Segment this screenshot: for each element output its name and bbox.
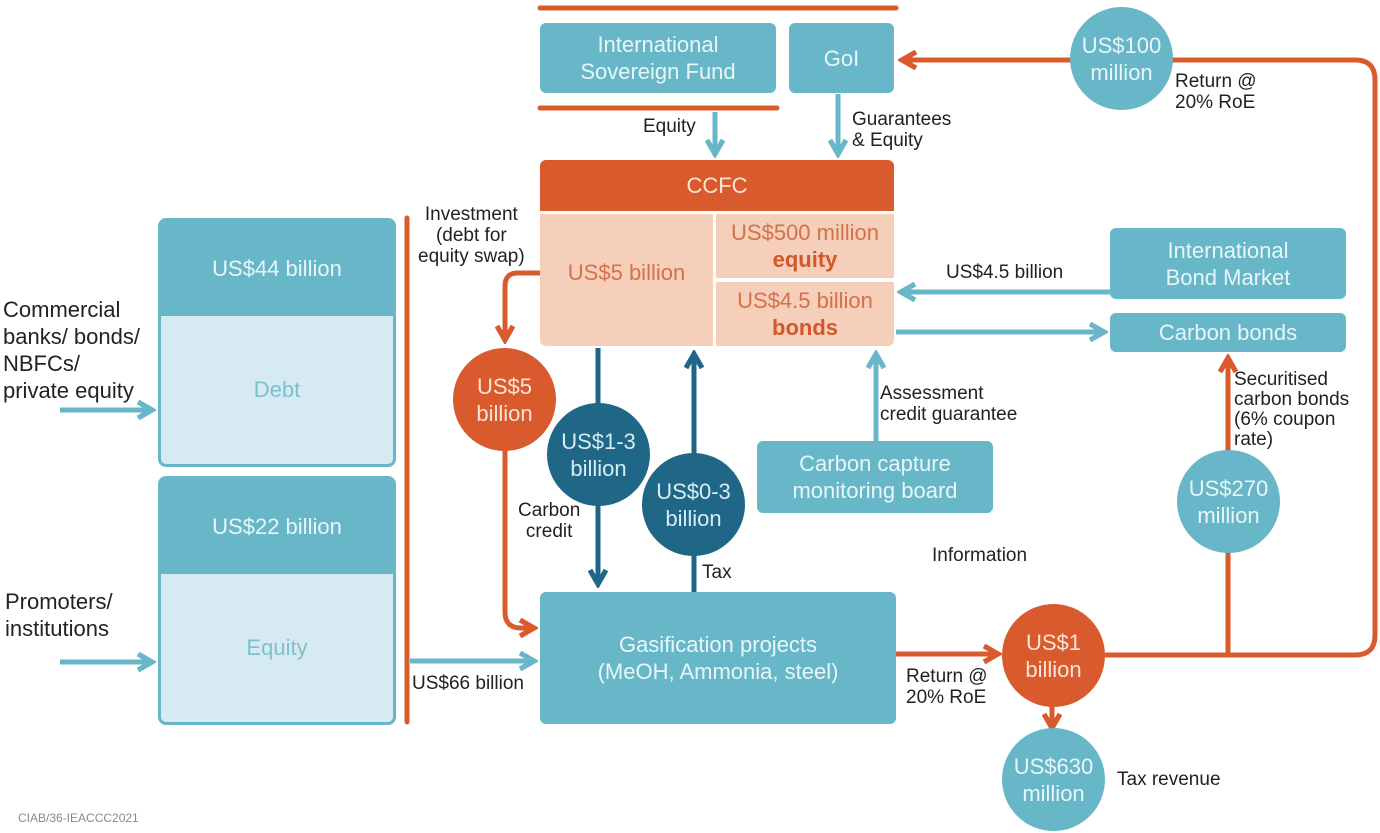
- ccfc-total-amount: US$5 billion: [567, 259, 686, 285]
- label-guarantees: Guarantees & Equity: [852, 109, 952, 151]
- equity-stack: US$22 billion Equity: [158, 476, 396, 725]
- label-investment: Investment (debt for equity swap): [418, 204, 525, 267]
- carbon-bonds-box: Carbon bonds: [1110, 313, 1346, 352]
- label-assessment: Assessment credit guarantee: [880, 383, 1018, 425]
- circle-us270m: US$270 million: [1177, 450, 1280, 553]
- label-return-top: Return @ 20% RoE: [1175, 71, 1257, 113]
- footer-credit: CIAB/36-IEACCC2021: [18, 811, 139, 825]
- label-carbon-credit: Carbon credit: [518, 500, 581, 542]
- goi-box: GoI: [789, 23, 894, 93]
- circle-us5b: US$5 billion: [453, 348, 556, 451]
- label-tax: Tax: [702, 562, 732, 583]
- ccfc-equity-amount: US$500 million: [731, 220, 879, 245]
- debt-stack: US$44 billion Debt: [158, 218, 396, 467]
- equity-amount: US$22 billion: [161, 479, 393, 574]
- circle-us630m: US$630 million: [1002, 728, 1105, 831]
- label-information: Information: [932, 545, 1028, 566]
- ccfc-bonds-label: bonds: [772, 315, 838, 340]
- label-bond-inflow: US$4.5 billion: [946, 262, 1064, 283]
- label-return-bottom: Return @ 20% RoE: [906, 666, 988, 708]
- circle-us0-3b: US$0-3 billion: [642, 453, 745, 556]
- ccfc-bonds-amount: US$4.5 billion: [737, 288, 873, 313]
- ccfc-equity-label: equity: [772, 247, 838, 272]
- gasification-projects-box: Gasification projects (MeOH, Ammonia, st…: [540, 592, 896, 724]
- debt-label: Debt: [253, 377, 301, 402]
- circle-us1-3b: US$1-3 billion: [547, 403, 650, 506]
- intl-sovereign-fund-box: International Sovereign Fund: [540, 23, 776, 93]
- equity-label: Equity: [246, 635, 308, 660]
- circle-us1b: US$1 billion: [1002, 604, 1105, 707]
- intl-bond-market-box: International Bond Market: [1110, 228, 1346, 299]
- ccfc-bonds-cell: US$4.5 billion bonds: [716, 282, 894, 346]
- ccfc-total-cell: US$5 billion: [540, 214, 713, 346]
- label-tax-revenue: Tax revenue: [1117, 769, 1221, 790]
- monitoring-board-box: Carbon capture monitoring board: [757, 441, 993, 513]
- circle-us100m: US$100 million: [1070, 7, 1173, 110]
- label-us66b: US$66 billion: [412, 673, 524, 694]
- ccfc-header: CCFC: [540, 160, 894, 211]
- ccfc-equity-cell: US$500 million equity: [716, 214, 894, 278]
- label-equity-arrow: Equity: [643, 116, 696, 137]
- label-promoters: Promoters/ institutions: [5, 589, 113, 641]
- debt-amount: US$44 billion: [161, 221, 393, 316]
- label-securitised: Securitised carbon bonds (6% coupon rate…: [1234, 369, 1350, 450]
- label-commercial: Commercial banks/ bonds/ NBFCs/ private …: [3, 297, 140, 403]
